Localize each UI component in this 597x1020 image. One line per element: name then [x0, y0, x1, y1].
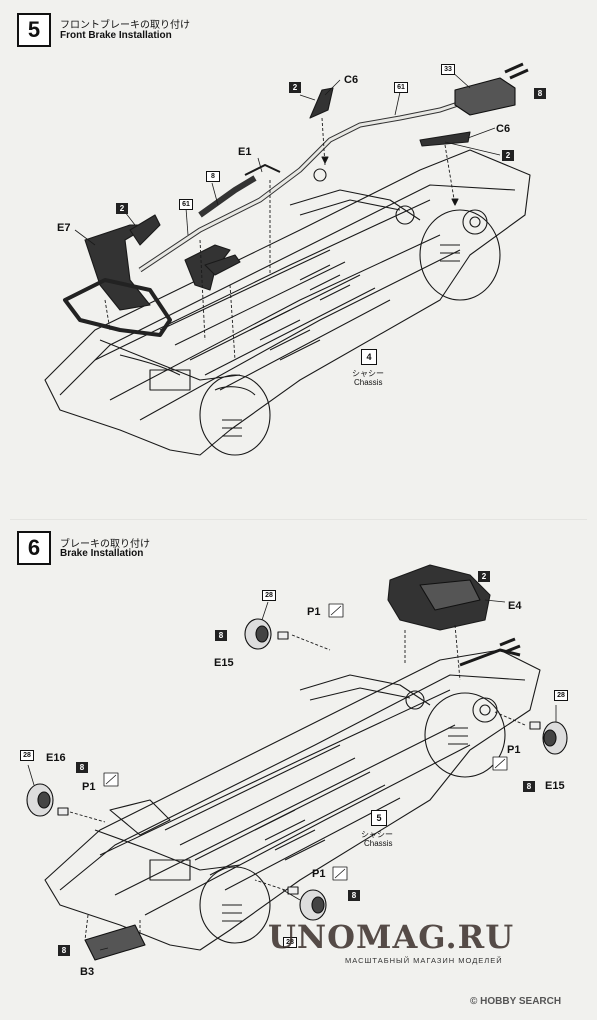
step6-part-28-d: 28 [283, 937, 297, 948]
step-5-title-en: Front Brake Installation [60, 30, 172, 41]
step5-part-61-b: 61 [179, 199, 193, 210]
step5-label-e7: E7 [57, 222, 71, 234]
step5-part-8-b: 8 [206, 171, 220, 182]
step6-label-e4: E4 [508, 600, 522, 612]
step6-label-p1-top: P1 [307, 606, 321, 618]
watermark-subtitle: МАСШТАБНЫЙ МАГАЗИН МОДЕЛЕЙ [345, 956, 503, 965]
step5-part-2-b: 2 [502, 150, 514, 161]
step5-label-e1: E1 [238, 146, 252, 158]
step6-part-8-b: 8 [523, 781, 535, 792]
step6-label-e16: E16 [46, 752, 66, 764]
step6-label-b3: B3 [80, 966, 95, 978]
step6-part-28-b: 28 [554, 690, 568, 701]
step5-label-c6-top: C6 [344, 74, 359, 86]
step6-chassis-jp: シャシー [361, 830, 393, 839]
step6-chassis-en: Chassis [364, 839, 393, 848]
step-6-number: 6 [17, 531, 51, 565]
step-6-title-jp: ブレーキの取り付け [60, 539, 150, 550]
hobbysearch-credit: © HOBBY SEARCH [470, 996, 562, 1007]
step6-part-8-e: 8 [58, 945, 70, 956]
step-5-title-jp: フロントブレーキの取り付け [60, 20, 190, 31]
step5-chassis-jp: シャシー [352, 369, 384, 378]
step5-part-8-a: 8 [534, 88, 546, 99]
step6-chassis-number: 5 [371, 810, 387, 826]
step-5-number: 5 [17, 13, 51, 47]
step6-part-28-a: 28 [262, 590, 276, 601]
step5-part-61-a: 61 [394, 82, 408, 93]
step6-part-2: 2 [478, 571, 490, 582]
step6-label-e15-top: E15 [214, 657, 234, 669]
step6-label-e15-right: E15 [545, 780, 565, 792]
step-5-diagram [10, 62, 587, 520]
step5-chassis-en: Chassis [354, 378, 383, 387]
step5-part-2-a: 2 [289, 82, 301, 93]
step6-part-8-d: 8 [348, 890, 360, 901]
watermark-logo: UNOMAG.RU [268, 918, 515, 956]
step6-part-28-c: 28 [20, 750, 34, 761]
step6-part-8-c: 8 [76, 762, 88, 773]
step5-chassis-number: 4 [361, 349, 377, 365]
step5-part-2-c: 2 [116, 203, 128, 214]
step6-label-p1-bottom: P1 [312, 868, 326, 880]
step6-label-p1-right: P1 [507, 744, 521, 756]
step6-label-p1-left: P1 [82, 781, 96, 793]
step6-part-8-a: 8 [215, 630, 227, 641]
step-6-title-en: Brake Installation [60, 548, 144, 559]
step5-label-c6-right: C6 [496, 123, 511, 135]
step5-part-33: 33 [441, 64, 455, 75]
